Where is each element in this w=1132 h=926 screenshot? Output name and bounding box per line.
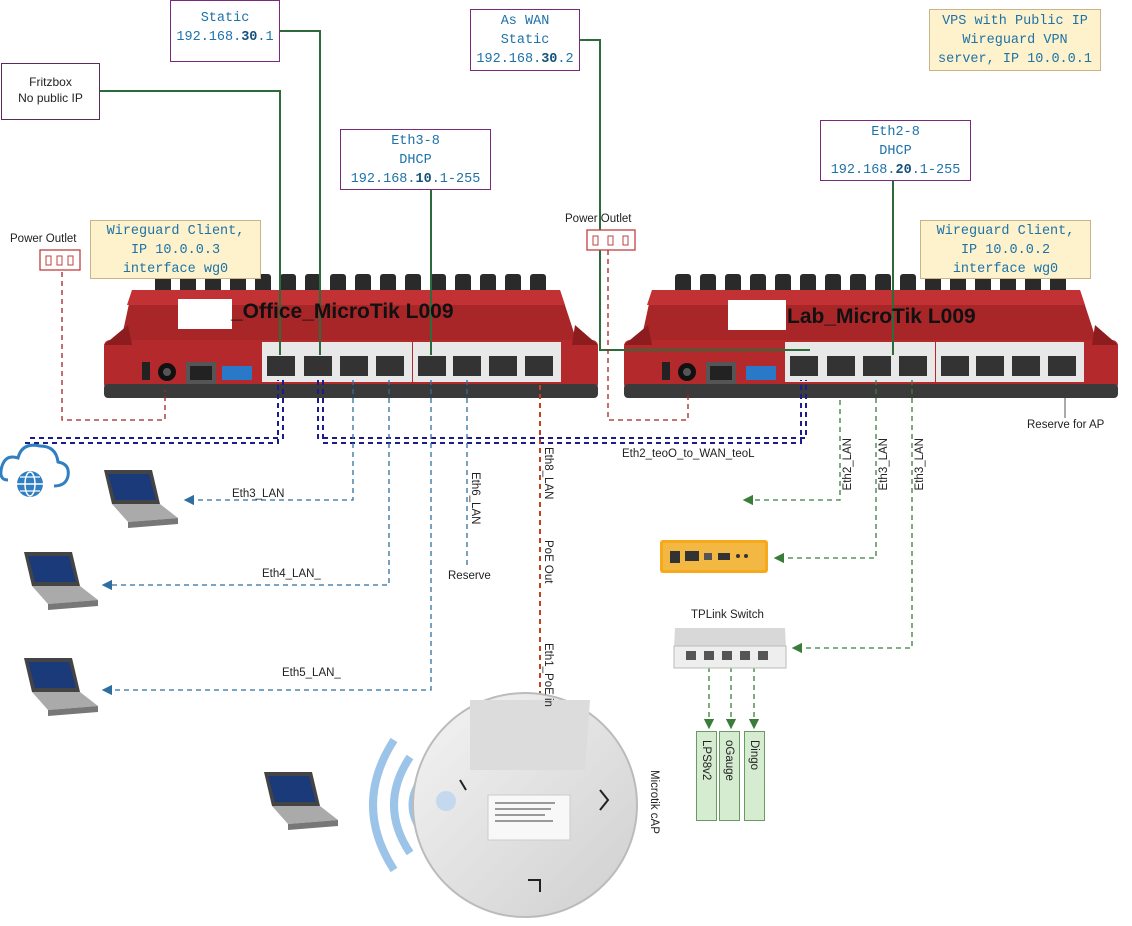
power-outlet-left-label: Power Outlet [10, 233, 77, 245]
power-outlet-right-label: Power Outlet [565, 213, 632, 225]
as-wan-box: As WAN Static 192.168.30.2 [470, 9, 580, 71]
switch-image [673, 628, 787, 669]
power-outlet-icon [586, 229, 636, 251]
lab-router-image [624, 274, 1118, 398]
laptop-icon [24, 658, 98, 716]
wg-lab-ip: IP 10.0.0.2 [960, 243, 1051, 258]
as-wan-ip: 192.168.30.2 [476, 52, 574, 67]
wireguard-lab-box: Wireguard Client, IP 10.0.0.2 interface … [920, 220, 1091, 279]
static-label: Static [200, 11, 250, 26]
device-ogauge: oGauge [719, 731, 740, 821]
static-ip: 192.168.30.1 [176, 30, 274, 45]
dashed-wires [25, 250, 913, 764]
device-lps8v2-label: LPS8v2 [700, 740, 712, 781]
dhcp-label: DHCP [399, 153, 432, 168]
eth2-8-label: Eth2-8 [871, 125, 920, 140]
laptop-icon [24, 552, 98, 610]
fritzbox-box: Fritzbox No public IP [1, 63, 100, 120]
gateway-image [660, 540, 768, 573]
poe-out-label: PoE Out [542, 540, 554, 584]
fritzbox-subtitle: No public IP [18, 91, 83, 105]
device-lps8v2: LPS8v2 [696, 731, 717, 821]
device-ogauge-label: oGauge [723, 740, 735, 781]
lab-eth3-lan-label-2: Eth3_LAN [914, 438, 926, 491]
vps-line2: Wireguard VPN [962, 33, 1068, 48]
eth2-8-dhcp-box: Eth2-8 DHCP 192.168.20.1-255 [820, 120, 971, 181]
eth8-lan-label: Eth8_LAN [542, 447, 554, 500]
vps-line1: VPS with Public IP [942, 14, 1088, 29]
device-dingo-label: Dingo [748, 740, 760, 771]
device-dingo: Dingo [744, 731, 765, 821]
eth2-8-ip-range: 192.168.20.1-255 [830, 163, 961, 178]
redaction-box-office [178, 299, 232, 329]
reserve-label: Reserve [448, 570, 491, 582]
eth5-lan-label: Eth5_LAN_ [282, 667, 341, 679]
wg-office-ip: IP 10.0.0.3 [130, 243, 221, 258]
wg-lab-line1: Wireguard Client, [936, 224, 1075, 239]
wg-office-line1: Wireguard Client, [106, 224, 245, 239]
redaction-box-lab [728, 300, 786, 330]
eth3-8-label: Eth3-8 [391, 134, 440, 149]
as-wan-static-label: Static [500, 33, 550, 48]
eth2-wan-label: Eth2_teoO_to_WAN_teoL [622, 448, 755, 460]
office-router-image [104, 274, 598, 398]
eth3-8-ip-range: 192.168.10.1-255 [350, 172, 481, 187]
wireguard-office-box: Wireguard Client, IP 10.0.0.3 interface … [90, 220, 261, 279]
reserve-ap-label: Reserve for AP [1027, 419, 1105, 431]
vps-line3: server, IP 10.0.0.1 [938, 52, 1092, 67]
dhcp-label: DHCP [879, 144, 912, 159]
office-router-title: _Office_MicroTik L009 [231, 300, 454, 323]
lab-eth3-lan-label: Eth3_LAN [878, 438, 890, 491]
cloud-globe-icon [0, 443, 70, 497]
tplink-switch-label: TPLink Switch [691, 609, 764, 621]
eth3-8-dhcp-box: Eth3-8 DHCP 192.168.10.1-255 [340, 129, 491, 190]
lab-router-title: Lab_MicroTik L009 [787, 305, 976, 328]
access-point-image [412, 692, 638, 918]
laptop-icon [264, 772, 338, 830]
lab-eth2-lan-label: Eth2_LAN [842, 438, 854, 491]
fritzbox-label: Fritzbox [29, 75, 72, 89]
as-wan-label: As WAN [500, 14, 550, 29]
eth3-lan-label: Eth3_LAN [232, 488, 285, 500]
wg-office-interface: interface wg0 [122, 262, 229, 277]
eth6-lan-label: Eth6_LAN [469, 472, 481, 525]
laptop-icon [104, 470, 178, 528]
microtik-cap-label: Microtik cAP [648, 770, 660, 834]
eth4-lan-label: Eth4_LAN_ [262, 568, 321, 580]
vps-box: VPS with Public IP Wireguard VPN server,… [929, 9, 1101, 71]
power-outlet-icon [39, 249, 81, 271]
eth1-poe-in-label: Eth1_PoE in [542, 643, 554, 707]
static-ip-office-box: Static 192.168.30.1 [170, 0, 280, 62]
solid-wires [100, 30, 894, 355]
wg-lab-interface: interface wg0 [952, 262, 1059, 277]
